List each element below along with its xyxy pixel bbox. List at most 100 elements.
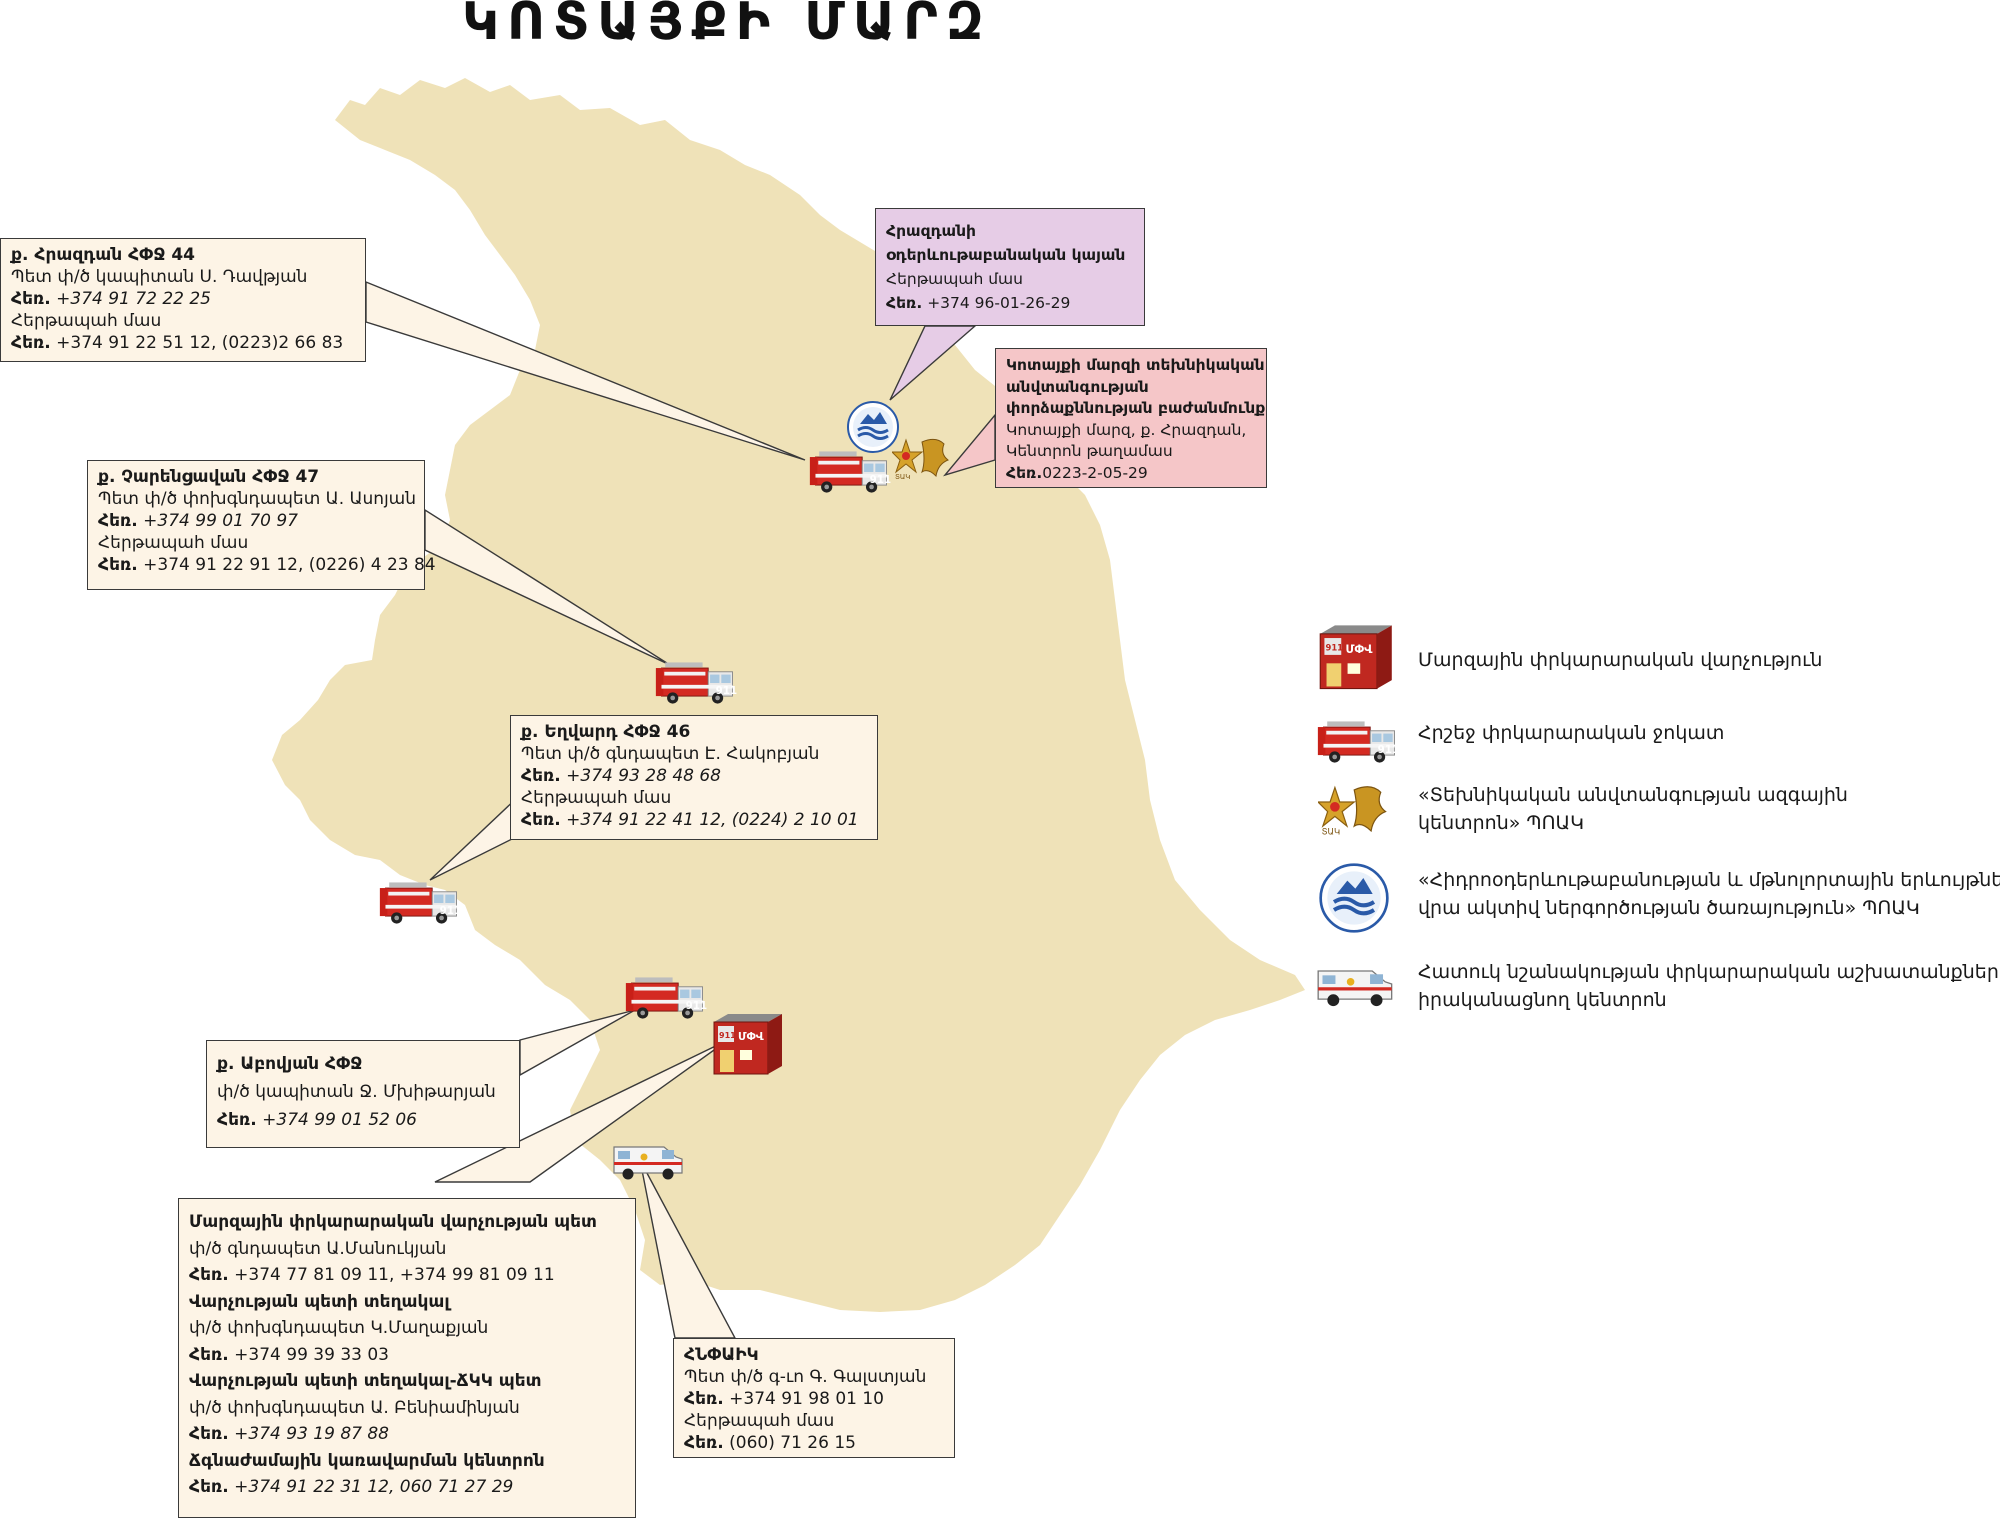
duty-line: Հերթապահ մաս xyxy=(98,533,249,553)
phone-label: Հեռ. xyxy=(11,289,51,309)
info-box-charentsavan: ք. Չարենցավան ՀՓՋ 47 Պետ փ/ծ փոխգնդապետ … xyxy=(87,460,436,590)
phone-value: +374 91 72 22 25 xyxy=(56,289,211,309)
rescue-van-icon xyxy=(613,1146,683,1180)
duty-line: Հերթապահ մաս xyxy=(521,788,672,808)
legend-label-tech-safety-1: «Տեխնիկական անվտանգության ազգային xyxy=(1418,784,1848,806)
phone-value: +374 93 19 87 88 xyxy=(234,1424,389,1444)
phone-label: Հեռ. xyxy=(98,511,138,531)
phone-value: +374 93 28 48 68 xyxy=(566,766,721,786)
phone-value: +374 91 22 91 12, (0226) 4 23 84 xyxy=(143,555,436,575)
info-box-tech-safety: Կոտայքի մարզի տեխնիկական անվտանգության փ… xyxy=(995,348,1267,488)
address-line: Կոտայքի մարզ, ք. Հրազդան, xyxy=(1006,420,1247,439)
box-title: անվտանգության xyxy=(1006,377,1149,396)
info-box-hrazdan: ք. Հրազդան ՀՓՋ 44 Պետ փ/ծ կապիտան Ս. Դավ… xyxy=(0,238,366,362)
box-heading: Վարչության պետի տեղակալ xyxy=(189,1291,450,1312)
box-title: ք. Աբովյան ՀՓՋ xyxy=(217,1054,363,1074)
legend-label-tech-safety-2: կենտրոն» ՊՈԱԿ xyxy=(1418,812,1584,834)
phone-value: +374 99 01 52 06 xyxy=(262,1110,417,1130)
phone-value: +374 91 22 51 12, (0223)2 66 83 xyxy=(56,333,344,353)
chief-line: Պետ փ/ծ գ-ւո Գ. Գալստյան xyxy=(684,1367,927,1387)
tech-safety-emblem-icon: ՏԱԿ xyxy=(1318,785,1387,836)
phone-value: +374 99 01 70 97 xyxy=(143,511,298,531)
info-box-abovyan: ք. Աբովյան ՀՓՋ փ/ծ կապիտան Ջ. Մխիթարյան … xyxy=(206,1040,520,1148)
rescue-van-icon xyxy=(1317,970,1393,1007)
info-box-yeghvard: ք. Եղվարդ ՀՓՋ 46 Պետ փ/ծ գնդապետ Է. Հակո… xyxy=(510,715,878,840)
person-line: փ/ծ փոխգնդապետ Կ.Մաղաքյան xyxy=(189,1318,489,1338)
phone-label: Հեռ. xyxy=(11,333,51,353)
phone-label: Հեռ. xyxy=(1006,463,1043,482)
phone-value: +374 96-01-26-29 xyxy=(927,294,1071,312)
legend-label-rescue-1: Հատուկ նշանակության փրկարարական աշխատանք… xyxy=(1418,961,1999,983)
duty-line: Հերթապահ մաս xyxy=(886,270,1023,288)
svg-text:ՏԱԿ: ՏԱԿ xyxy=(1322,827,1341,836)
phone-value: +374 99 39 33 03 xyxy=(234,1344,389,1365)
hydromet-emblem-icon xyxy=(1319,863,1389,933)
svg-text:ՄՓՎ: ՄՓՎ xyxy=(738,1030,764,1043)
legend-label-rescue-2: իրականացնող կենտրոն xyxy=(1418,989,1667,1011)
box-title: ք. Հրազդան ՀՓՋ 44 xyxy=(11,245,195,265)
box-title: ք. Չարենցավան ՀՓՋ 47 xyxy=(98,467,320,487)
phone-value: +374 91 98 01 10 xyxy=(729,1389,884,1409)
svg-text:911: 911 xyxy=(1325,643,1343,653)
fire-truck-icon: 911 xyxy=(1317,720,1399,764)
phone-value: +374 91 22 31 12, 060 71 27 29 xyxy=(234,1477,514,1497)
chief-line: Պետ փ/ծ փոխգնդապետ Ա. Ասոյան xyxy=(98,489,417,509)
info-box-regional: Մարզային փրկարարական վարչության պետ փ/ծ … xyxy=(178,1198,636,1518)
phone-label: Հեռ. xyxy=(189,1424,229,1444)
fire-truck-icon: 911 xyxy=(379,881,461,925)
svg-text:ՄՓՎ: ՄՓՎ xyxy=(1345,642,1373,656)
box-title: Կոտայքի մարզի տեխնիկական xyxy=(1006,356,1265,374)
hydromet-emblem-icon xyxy=(847,401,899,453)
fire-truck-icon: 911 xyxy=(625,976,707,1020)
box-title: Հրազդանի xyxy=(886,222,977,240)
pointer-meteo xyxy=(889,325,977,401)
phone-label: Հեռ. xyxy=(521,810,561,830)
box-title: ՀՆՓԱԻԿ xyxy=(684,1345,759,1365)
building-icon: 911 ՄՓՎ xyxy=(1319,625,1392,690)
phone-value: +374 91 22 41 12, (0224) 2 10 01 xyxy=(566,810,859,830)
phone-label: Հեռ. xyxy=(217,1110,257,1130)
box-title: փորձաքննության բաժանմունք xyxy=(1006,399,1266,417)
info-box-hnparik: ՀՆՓԱԻԿ Պետ փ/ծ գ-ւո Գ. Գալստյան Հեռ. +37… xyxy=(673,1338,955,1458)
duty-line: Հերթապահ մաս xyxy=(11,311,162,331)
svg-text:911: 911 xyxy=(716,685,737,697)
legend-label-hydromet-2: վրա ակտիվ ներգործության ծառայություն» ՊՈ… xyxy=(1418,897,1920,919)
emblem-caption: ՏԱԿ xyxy=(895,473,910,480)
building-icon: 911 ՄՓՎ xyxy=(713,1014,782,1075)
box-heading: Մարզային փրկարարական վարչության պետ xyxy=(189,1212,597,1232)
pointer-hrazdan xyxy=(365,280,806,461)
chief-line: Պետ փ/ծ կապիտան Ս. Դավթյան xyxy=(11,267,308,287)
phone-value: (060) 71 26 15 xyxy=(729,1433,856,1453)
address-line: Կենտրոն թաղամաս xyxy=(1006,442,1173,460)
box-title: օդերևութաբանական կայան xyxy=(886,246,1126,264)
info-box-meteo: Հրազդանի օդերևութաբանական կայան Հերթապահ… xyxy=(875,208,1145,326)
page-title: ԿՈՏԱՅՔԻ ՄԱՐԶ xyxy=(462,0,992,52)
svg-text:911: 911 xyxy=(686,1000,707,1012)
phone-label: Հեռ. xyxy=(189,1477,229,1497)
phone-value: +374 77 81 09 11, +374 99 81 09 11 xyxy=(234,1265,555,1285)
legend-label-hydromet-1: «Հիդրոօդերևութաբանության և մթնոլորտային … xyxy=(1418,869,2000,891)
phone-label: Հեռ. xyxy=(684,1433,724,1453)
box-title: ք. Եղվարդ ՀՓՋ 46 xyxy=(521,722,691,742)
phone-label: Հեռ. xyxy=(98,555,138,575)
phone-label: Հեռ. xyxy=(189,1265,229,1285)
legend-label-fire-truck: Հրշեջ փրկարարական ջոկատ xyxy=(1418,722,1725,744)
tech-safety-emblem-icon: ՏԱԿ xyxy=(892,438,950,480)
chief-line: փ/ծ կապիտան Ջ. Մխիթարյան xyxy=(217,1082,496,1102)
svg-text:911: 911 xyxy=(719,1031,736,1040)
phone-value: 0223-2-05-29 xyxy=(1042,463,1148,482)
svg-text:911: 911 xyxy=(440,905,461,917)
legend-label-building: Մարզային փրկարարական վարչություն xyxy=(1418,649,1823,671)
chief-line: Պետ փ/ծ գնդապետ Է. Հակոբյան xyxy=(521,744,820,764)
phone-label: Հեռ. xyxy=(189,1344,229,1365)
phone-label: Հեռ. xyxy=(521,766,561,786)
person-line: փ/ծ գնդապետ Ա.Մանուկյան xyxy=(189,1238,447,1259)
truck-number: 911 xyxy=(870,474,891,486)
phone-label: Հեռ. xyxy=(886,294,923,312)
kotayk-region-shape xyxy=(272,78,1305,1312)
pointer-charentsavan xyxy=(424,508,671,666)
box-heading: Վարչության պետի տեղակալ-ՃԿԿ պետ xyxy=(189,1371,542,1391)
box-heading: Ճգնաժամային կառավարման կենտրոն xyxy=(189,1450,545,1471)
fire-truck-icon: 911 xyxy=(655,661,737,705)
